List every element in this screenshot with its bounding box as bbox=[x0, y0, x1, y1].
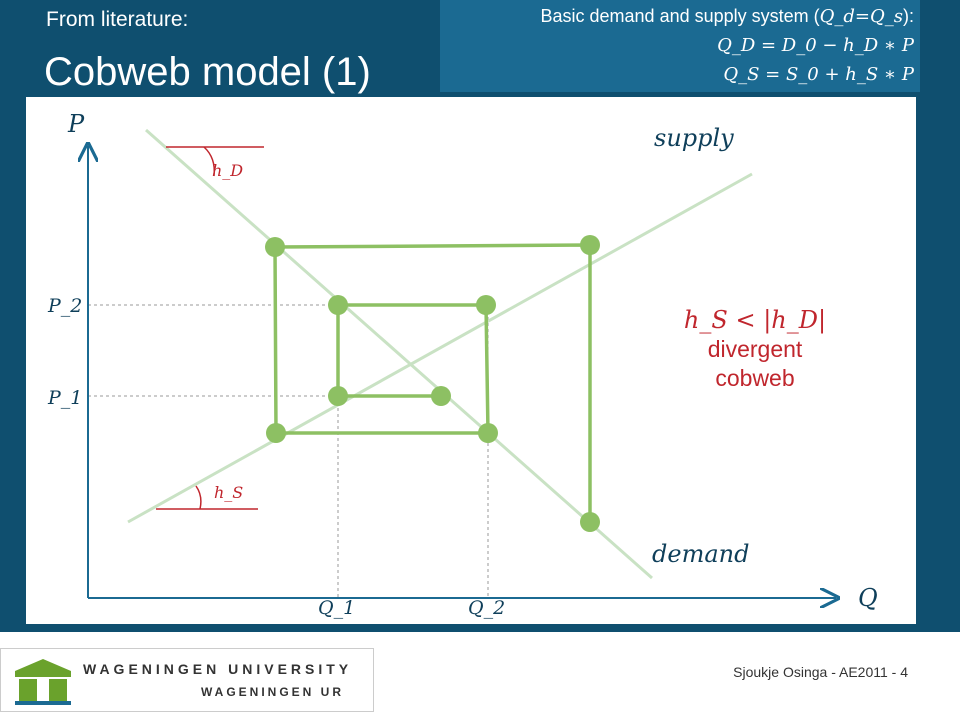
note-line-2: cobweb bbox=[715, 365, 795, 391]
demand-equation: Q_D = D_0 − h_D ∗ P bbox=[717, 35, 914, 56]
equation-box: Basic demand and supply system (Q_d=Q_s)… bbox=[440, 0, 920, 92]
left-frame-strip bbox=[0, 92, 26, 632]
slide-title: Cobweb model (1) bbox=[44, 50, 371, 94]
equation-heading-end: ): bbox=[903, 6, 914, 26]
note-line-1: divergent bbox=[707, 336, 803, 362]
slope-condition: h_S < |h_D| bbox=[683, 306, 827, 334]
logo-line-2: WAGENINGEN UR bbox=[201, 685, 345, 699]
university-logo: WAGENINGEN UNIVERSITY WAGENINGEN UR bbox=[0, 648, 374, 712]
logo-line-1: WAGENINGEN UNIVERSITY bbox=[83, 661, 353, 677]
header-divider bbox=[26, 97, 916, 100]
wur-emblem-icon bbox=[15, 659, 71, 705]
equation-heading: Basic demand and supply system (Q_d=Q_s)… bbox=[440, 2, 915, 31]
equation-heading-text: Basic demand and supply system ( bbox=[540, 6, 820, 26]
right-frame-strip bbox=[916, 92, 960, 632]
slide-subtitle: From literature: bbox=[46, 8, 189, 31]
bottom-frame-bar bbox=[0, 624, 960, 632]
equation-heading-math: Q_d=Q_s bbox=[819, 6, 903, 27]
slide-footer: Sjoukje Osinga - AE2011 - 4 bbox=[733, 664, 908, 680]
divergence-note: h_S < |h_D| divergent cobweb bbox=[660, 306, 850, 393]
supply-equation: Q_S = S_0 + h_S ∗ P bbox=[723, 64, 914, 85]
